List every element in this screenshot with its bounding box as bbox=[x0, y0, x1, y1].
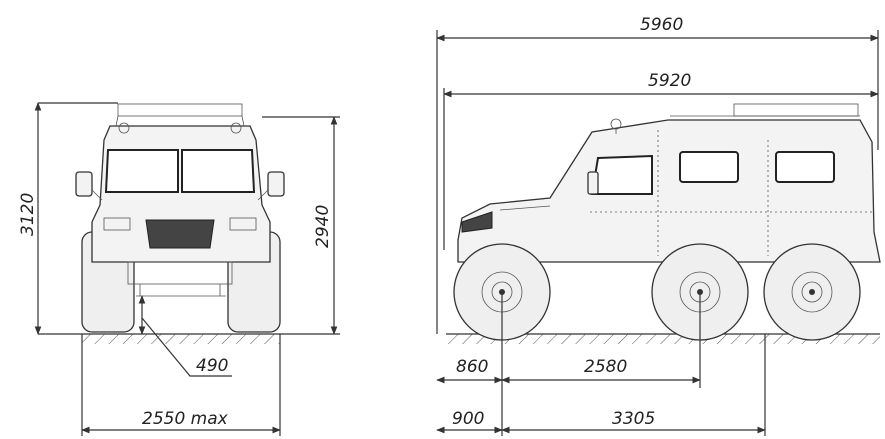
front-ground-hatch bbox=[82, 334, 280, 344]
front-mirror-right bbox=[267, 171, 285, 197]
front-clearance-leader bbox=[141, 317, 232, 377]
front-headlight-left bbox=[103, 217, 131, 231]
side-door-window bbox=[590, 154, 653, 195]
side-front-overhang-bottom-label: 900 bbox=[452, 409, 484, 429]
front-view: 3120 2940 490 2550 max bbox=[18, 102, 340, 436]
side-overall-length-label: 5960 bbox=[640, 15, 683, 35]
front-overall-height-label: 3120 bbox=[18, 193, 38, 236]
side-passenger-window-1 bbox=[679, 151, 739, 183]
front-roof-lamp-right bbox=[230, 122, 242, 134]
front-grille bbox=[145, 219, 215, 249]
side-wheelbase-front-label: 2580 bbox=[584, 357, 627, 377]
front-windshield bbox=[104, 149, 179, 193]
side-passenger-window-2 bbox=[775, 151, 835, 183]
side-body-length-label: 5920 bbox=[648, 71, 691, 91]
side-roof-lamp bbox=[610, 118, 622, 130]
front-roof-lamp-left bbox=[118, 122, 130, 134]
front-headlight-right bbox=[229, 217, 257, 231]
side-mirror bbox=[587, 171, 599, 195]
front-body-height-label: 2940 bbox=[313, 205, 333, 248]
side-cab-body bbox=[457, 119, 881, 263]
front-track-width-label: 2550 max bbox=[142, 409, 229, 429]
front-mirror-left bbox=[75, 171, 93, 197]
side-wheelbase-total-label: 3305 bbox=[612, 409, 655, 429]
side-front-overhang-top-label: 860 bbox=[456, 357, 488, 377]
side-ground-hatch bbox=[446, 334, 880, 344]
front-clearance-label: 490 bbox=[196, 356, 228, 376]
side-wheel-rear bbox=[763, 243, 861, 341]
side-roof-rack bbox=[733, 103, 859, 117]
side-view: 5960 5920 860 2580 900 3305 bbox=[436, 15, 881, 436]
front-bumper bbox=[127, 261, 233, 285]
front-roof-rack bbox=[117, 103, 243, 117]
